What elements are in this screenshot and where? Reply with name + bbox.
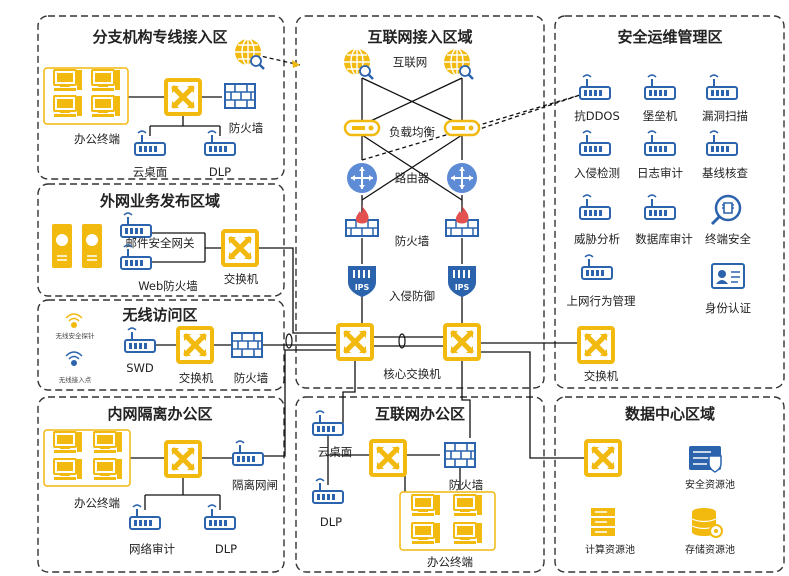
label-wireless-ap-tiny: 无线接入点 [59,375,92,384]
compute-server-icon [590,507,616,537]
label-vuln-scan: 漏洞扫描 [702,109,748,123]
zone-title-datacenter: 数据中心区域 [625,405,715,423]
router-icon [346,162,378,194]
core-switch-icon [445,325,479,359]
label-intranet-dlp: DLP [215,542,237,556]
label-web-firewall: Web防火墙 [138,279,198,293]
label-branch-firewall: 防火墙 [229,121,264,135]
label-network-audit: 网络审计 [129,542,175,556]
label-office-cloud-desktop: 云桌面 [318,445,353,459]
zone-title-security-ops: 安全运维管理区 [617,28,722,46]
zone-title-internet-access: 互联网接入区域 [367,28,472,46]
label-intrusion-detect: 入侵检测 [574,166,620,180]
label-identity-auth: 身份认证 [705,301,751,315]
label-log-audit: 日志审计 [637,166,683,180]
mail-server-icon [82,224,102,268]
zone-title-branch: 分支机构专线接入区 [92,28,227,46]
switch-icon [166,442,200,476]
firewall-icon [231,332,263,358]
zone-title-external-publish: 外网业务发布区域 [99,192,220,210]
label-wireless-switch: 交换机 [179,371,214,385]
switch-icon [579,328,613,362]
load-balancer-icon [443,119,481,137]
wireless-probe-icon [65,313,83,328]
label-isolation-gateway: 隔离网闸 [232,478,278,492]
zone-internet-access [295,15,545,389]
ips-left-label: IPS [355,283,370,292]
label-router: 路由器 [395,171,430,185]
label-core-switch: 核心交换机 [383,367,441,381]
label-compute-pool: 计算资源池 [585,543,635,556]
label-intranet-office-terminal: 办公终端 [74,496,120,510]
switch-icon [371,441,405,475]
wireless-ap-icon [65,351,83,366]
label-branch-office-terminal: 办公终端 [74,132,120,146]
web-server-icon [52,224,72,268]
firewall-icon [444,442,476,468]
label-core-firewall: 防火墙 [395,234,430,248]
label-baseline-check: 基线核查 [702,166,748,180]
label-publish-switch: 交换机 [224,272,259,286]
label-office-firewall: 防火墙 [449,478,484,492]
label-office-dlp: DLP [320,515,342,529]
core-switch-icon [338,325,372,359]
label-threat-analysis: 威胁分析 [574,232,620,246]
load-balancer-icon [343,119,381,137]
label-swd: SWD [126,361,154,375]
ips-right-icon: IPS [448,266,476,297]
firewall-icon [224,83,256,109]
label-intrusion-defense: 入侵防御 [389,289,435,303]
identity-auth-icon [711,263,745,289]
label-security-pool: 安全资源池 [685,478,735,491]
switch-icon [223,231,257,265]
label-load-balance: 负载均衡 [389,125,435,139]
label-wireless-probe-tiny: 无线安全探针 [56,331,96,340]
switch-icon [586,441,620,475]
security-pool-icon [689,446,722,473]
label-internet: 互联网 [393,55,428,69]
switch-icon [178,328,212,362]
ips-left-icon: IPS [348,266,376,297]
label-behavior-mgmt: 上网行为管理 [567,294,636,308]
label-internet-office-terminal: 办公终端 [427,555,473,569]
label-bastion: 堡垒机 [643,109,678,123]
zone-security-ops [554,15,785,389]
switch-icon [166,80,200,114]
label-branch-cloud-desktop: 云桌面 [133,165,168,179]
zone-title-intranet-isolated: 内网隔离办公区 [107,405,212,423]
label-right-switch: 交换机 [584,369,619,383]
label-storage-pool: 存储资源池 [685,543,735,556]
label-endpoint-security: 终端安全 [705,232,751,246]
zone-title-wireless: 无线访问区 [121,306,197,324]
router-icon [446,162,478,194]
label-anti-ddos: 抗DDOS [574,109,620,123]
label-db-audit: 数据库审计 [635,232,693,246]
endpoint-security-icon [710,194,742,226]
zone-title-internet-office: 互联网办公区 [375,405,465,423]
label-branch-dlp: DLP [209,165,231,179]
ips-right-label: IPS [455,283,470,292]
label-mail-gateway: 邮件安全网关 [126,236,195,250]
label-wireless-firewall: 防火墙 [234,371,269,385]
